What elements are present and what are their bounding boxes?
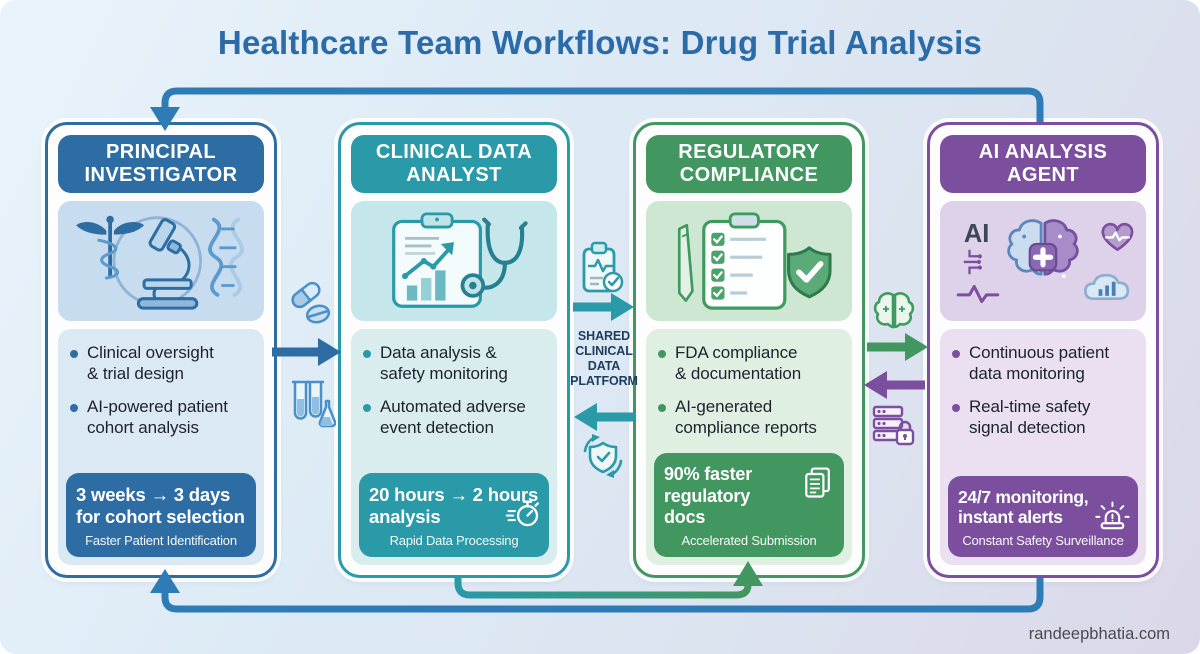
ai-brain-heart-cloud-illustration: AI <box>940 201 1146 321</box>
page-title: Healthcare Team Workflows: Drug Trial An… <box>217 24 983 61</box>
pills-icon <box>287 280 335 333</box>
stat-headline: 90% faster regulatory docs <box>664 464 753 527</box>
card-regulatory-compliance: REGULATORY COMPLIANCE <box>633 122 865 578</box>
card-ai-analysis-agent: AI ANALYSIS AGENT AI <box>927 122 1159 578</box>
shared-platform-label: SHARED CLINICAL DATA PLATFORM <box>570 329 638 388</box>
siren-icon <box>1095 501 1130 529</box>
card-header: CLINICAL DATA ANALYST <box>351 135 557 193</box>
card-header: PRINCIPAL INVESTIGATOR <box>58 135 264 193</box>
bullet-dot <box>70 350 78 358</box>
bullet-dot <box>658 350 666 358</box>
list-item: AI-powered patient cohort analysis <box>70 397 256 438</box>
bullet-dot <box>658 404 666 413</box>
bottom-feedback-arrow <box>150 569 1044 613</box>
list-item: Continuous patient data monitoring <box>952 343 1138 384</box>
checklist-pen-shield-illustration <box>646 201 852 321</box>
bullet-text: AI-generated compliance reports <box>675 397 817 438</box>
bullet-text: Automated adverse event detection <box>380 397 526 438</box>
card-body: Clinical oversight & trial design AI-pow… <box>58 329 264 565</box>
bullet-dot <box>70 404 78 413</box>
ai-to-regulatory-arrow <box>864 371 925 399</box>
list-item: Data analysis & safety monitoring <box>363 343 549 384</box>
investigator-to-analyst-arrow <box>272 338 341 366</box>
stat-headline: 20 hours → 2 hours analysis <box>369 484 539 528</box>
regulatory-to-analyst-arrow <box>574 403 635 431</box>
bullet-list: FDA compliance & documentation AI-genera… <box>654 339 844 453</box>
list-item: Automated adverse event detection <box>363 397 549 438</box>
bullet-text: Real-time safety signal detection <box>969 397 1091 438</box>
card-clinical-data-analyst: CLINICAL DATA ANALYST <box>338 122 570 578</box>
caduceus-microscope-dna-illustration <box>58 201 264 321</box>
bullet-dot <box>952 404 960 413</box>
clipboard-chart-stethoscope-illustration <box>351 201 557 321</box>
stat-caption: Faster Patient Identification <box>85 533 237 548</box>
bullet-list: Clinical oversight & trial design AI-pow… <box>66 339 256 473</box>
bullet-dot <box>363 350 371 358</box>
card-header: REGULATORY COMPLIANCE <box>646 135 852 193</box>
stat-caption: Rapid Data Processing <box>389 533 519 548</box>
server-lock-icon <box>870 403 916 454</box>
bullet-text: AI-powered patient cohort analysis <box>87 397 228 438</box>
list-item: Real-time safety signal detection <box>952 397 1138 438</box>
clipboard-pulse-icon <box>579 240 625 301</box>
list-item: FDA compliance & documentation <box>658 343 844 384</box>
bullet-list: Continuous patient data monitoring Real-… <box>948 339 1138 476</box>
brain-icon <box>871 289 917 338</box>
stat-box: 24/7 monitoring, instant alerts Constant… <box>948 475 1138 557</box>
card-header: AI ANALYSIS AGENT <box>940 135 1146 193</box>
bullet-dot <box>952 350 960 358</box>
stat-caption: Constant Safety Surveillance <box>962 533 1124 548</box>
list-item: AI-generated compliance reports <box>658 397 844 438</box>
watermark: randeepbhatia.com <box>1028 625 1170 643</box>
card-principal-investigator: PRINCIPAL INVESTIGATOR <box>45 122 277 578</box>
bullet-text: Clinical oversight & trial design <box>87 343 214 383</box>
stat-box: 20 hours → 2 hours analysis Rapid Data P… <box>359 473 549 557</box>
bullet-text: FDA compliance & documentation <box>675 343 802 383</box>
bullet-text: Data analysis & safety monitoring <box>380 343 508 383</box>
documents-icon <box>805 467 830 498</box>
stat-headline: 3 weeks → 3 days for cohort selection <box>76 484 245 528</box>
stat-caption: Accelerated Submission <box>681 533 817 548</box>
stat-headline: 24/7 monitoring, instant alerts <box>958 486 1089 528</box>
svg-text:AI: AI <box>964 220 989 248</box>
shield-sync-icon <box>579 431 627 486</box>
card-body: Continuous patient data monitoring Real-… <box>940 329 1146 565</box>
top-feedback-arrow <box>150 87 1044 131</box>
card-body: Data analysis & safety monitoring Automa… <box>351 329 557 565</box>
list-item: Clinical oversight & trial design <box>70 343 256 384</box>
card-body: FDA compliance & documentation AI-genera… <box>646 329 852 565</box>
test-tubes-icon <box>288 377 337 436</box>
bullet-text: Continuous patient data monitoring <box>969 343 1109 383</box>
stopwatch-icon <box>505 500 540 527</box>
stat-box: 3 weeks → 3 days for cohort selection Fa… <box>66 473 256 557</box>
stat-box: 90% faster regulatory docs Accelerated S… <box>654 453 844 557</box>
bullet-list: Data analysis & safety monitoring Automa… <box>359 339 549 473</box>
bullet-dot <box>363 404 371 413</box>
